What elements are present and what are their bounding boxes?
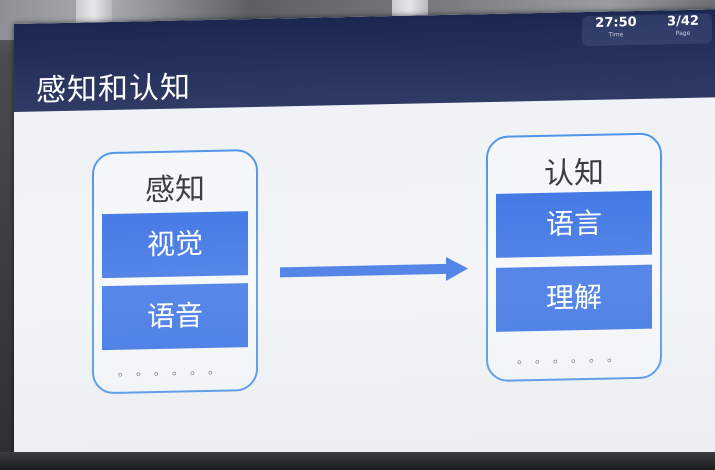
cognition-card: 认知 语言 理解 。。。。。。 bbox=[486, 132, 662, 383]
arrow-shaft bbox=[280, 263, 448, 278]
time-value: 27:50 bbox=[595, 14, 637, 31]
arrow-head bbox=[446, 256, 468, 281]
page-display: 3/42 Page bbox=[656, 13, 710, 38]
page-caption: Page bbox=[675, 29, 691, 38]
ellipsis-dots: 。。。。。。 bbox=[117, 362, 232, 379]
slide-header: 感知和认知 27:50 Time 3/42 Page bbox=[14, 9, 715, 112]
cognition-title: 认知 bbox=[544, 155, 604, 192]
audience-silhouette bbox=[0, 452, 715, 470]
presentation-screen: 感知和认知 27:50 Time 3/42 Page 感知 视觉 语音 。。。。… bbox=[14, 9, 715, 470]
slide-title: 感知和认知 bbox=[36, 70, 191, 109]
ellipsis-dots: 。。。。。。 bbox=[516, 350, 631, 367]
time-display: 27:50 Time bbox=[588, 15, 644, 40]
understanding-block: 理解 bbox=[496, 264, 652, 332]
page-value: 3/42 bbox=[667, 13, 699, 30]
language-block: 语言 bbox=[496, 190, 652, 258]
perception-title: 感知 bbox=[145, 171, 205, 209]
speech-block: 语音 bbox=[102, 283, 248, 351]
perception-card: 感知 视觉 语音 。。。。。。 bbox=[92, 148, 258, 395]
right-arrow-icon bbox=[280, 256, 470, 284]
time-caption: Time bbox=[608, 31, 624, 39]
presenter-info: 27:50 Time 3/42 Page bbox=[582, 13, 712, 47]
vision-block: 视觉 bbox=[102, 211, 248, 279]
